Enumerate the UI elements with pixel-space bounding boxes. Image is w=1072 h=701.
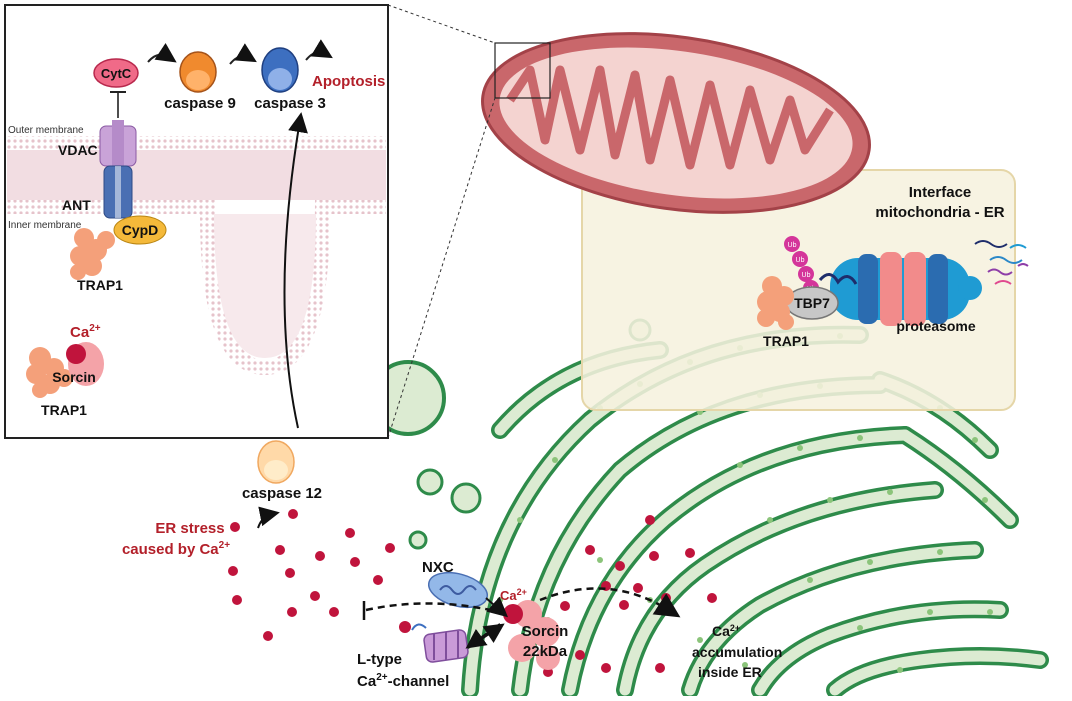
caspase9-label: caspase 9 (164, 95, 236, 112)
sorcin-inset-label: Sorcin (52, 369, 96, 385)
inner-membrane-label: Inner membrane (8, 220, 82, 231)
sorcin-er-protein (508, 600, 560, 670)
calcium-ion-inset (66, 344, 86, 364)
ant-label: ANT (62, 197, 91, 213)
sorcin-er-label: Sorcin (522, 623, 569, 640)
sorcin-size-label: 22kDa (523, 643, 568, 660)
accum-line3: inside ER (698, 664, 762, 680)
cytc-label: CytC (101, 66, 132, 81)
arrow-casp3-apoptosis (305, 39, 333, 61)
interface-title-line2: mitochondria - ER (875, 204, 1004, 221)
arrow-nxc-sorcin (485, 596, 509, 618)
trap1-bottom (26, 347, 73, 398)
trap1-bottom-label: TRAP1 (41, 402, 87, 418)
caspase9-icon (179, 51, 217, 93)
ub-label: Ub (796, 257, 805, 264)
cypd-label: CypD (122, 222, 159, 238)
trap1-top (70, 228, 115, 280)
mitochondrion (481, 32, 871, 214)
outer-membrane-label: Outer membrane (8, 125, 84, 136)
ltype-line1: L-type (357, 651, 402, 668)
calcium-ion-sorcin (503, 604, 523, 624)
ca-er-label: Ca2+ (500, 587, 527, 603)
er-stress-line2: caused by Ca2+ (122, 540, 230, 558)
arrow-ltype-sorcin (467, 623, 505, 649)
zoom-line-top (387, 4, 496, 44)
proteasome-label: proteasome (896, 318, 976, 334)
cypd-protein (113, 215, 167, 245)
trap1-interface (757, 276, 794, 330)
ub-label: Ub (802, 272, 811, 279)
arrow-cytc-casp9 (147, 43, 177, 63)
calcium-ions (228, 509, 717, 677)
trap1-interface-label: TRAP1 (763, 333, 809, 349)
ca-inset-label: Ca2+ (70, 323, 101, 341)
dashed-inhibition-line (365, 602, 501, 614)
zoom-box (494, 42, 551, 99)
arrow-er-stress (257, 506, 280, 529)
accum-line2: accumulation (692, 644, 782, 660)
caspase12-label: caspase 12 (242, 485, 322, 502)
nxc-label: NXC (422, 559, 454, 576)
er-stress-line1: ER stress (155, 520, 224, 537)
vdac-label: VDAC (58, 142, 98, 158)
interface-title-line1: Interface (909, 184, 972, 201)
peptide-strand (818, 273, 858, 285)
caspase12-icon (257, 440, 295, 484)
apoptosis-label: Apoptosis (312, 73, 385, 90)
tbp7-label: TBP7 (794, 295, 830, 311)
cytc-protein (93, 58, 139, 88)
arrow-casp9-casp3 (229, 43, 257, 65)
arrow-casp12-casp3 (283, 112, 308, 429)
ant-channel (103, 165, 133, 219)
vdac-channel (99, 120, 137, 172)
ub-label: Ub (788, 242, 797, 249)
caspase3-label: caspase 3 (254, 95, 326, 112)
dashed-arrow-accumulation (539, 587, 681, 618)
accum-ca-label: Ca2+ (712, 623, 740, 639)
trap1-top-label: TRAP1 (77, 277, 123, 293)
caspase3-icon (261, 47, 299, 93)
ltype-line2: Ca2+-channel (357, 672, 449, 690)
peptide-fragments (974, 240, 1029, 285)
l-type-calcium-channel (399, 621, 469, 663)
proteasome-complex (830, 252, 982, 326)
